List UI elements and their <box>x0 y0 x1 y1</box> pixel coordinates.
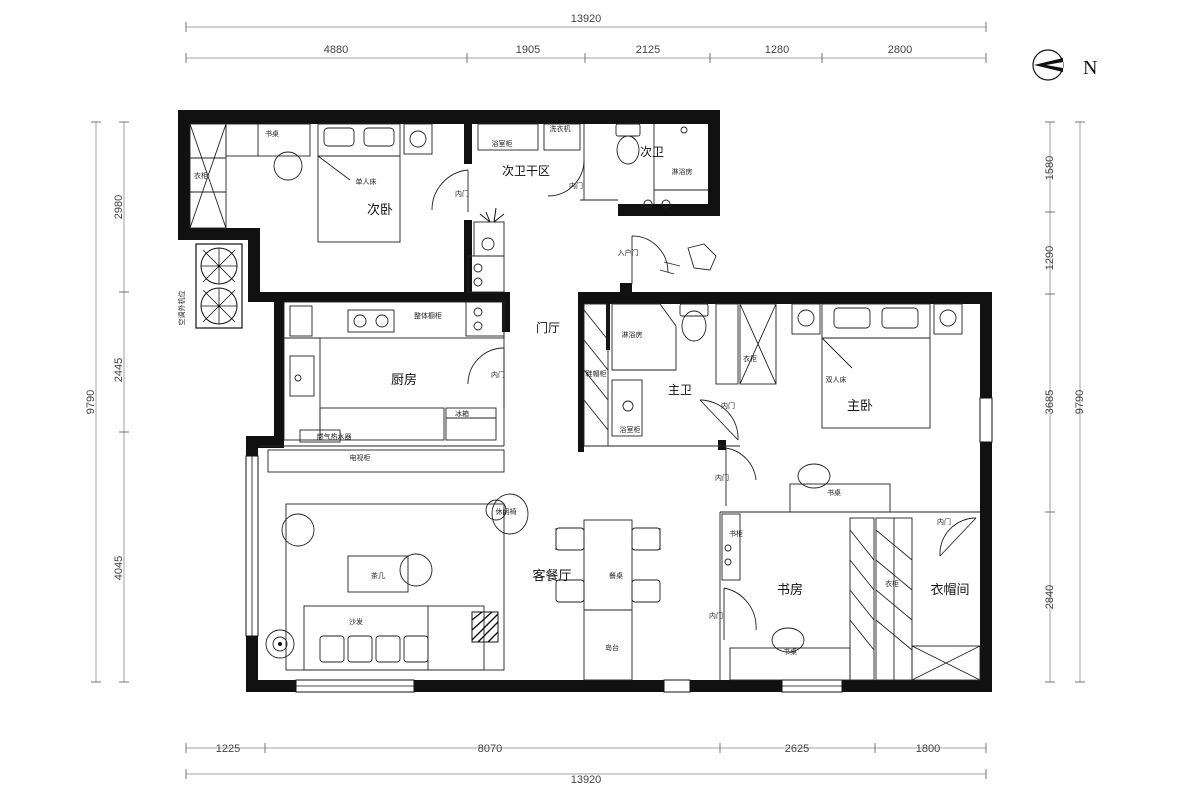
ac-unit-label: 空调外机位 <box>177 291 186 326</box>
room-master-bath: 主卫 <box>668 383 692 397</box>
guest-bath-dry-fixtures <box>467 123 581 293</box>
master-bath-fixtures <box>583 303 777 447</box>
label-desk-study: 书桌 <box>783 647 797 656</box>
label-inner-door-5: 内门 <box>715 473 729 482</box>
guest-bath-fixtures <box>615 123 708 209</box>
dim-left-seg-3: 4045 <box>113 556 125 580</box>
room-kitchen: 厨房 <box>391 372 417 388</box>
study-furniture <box>721 513 875 681</box>
second-bedroom-furniture <box>189 123 433 243</box>
dim-top-seg-4: 1280 <box>765 44 789 56</box>
door-entry[interactable] <box>631 235 717 284</box>
label-desk-top: 书桌 <box>265 129 279 138</box>
label-bath-cabinet-top: 浴室柜 <box>492 139 513 148</box>
label-inner-door-3: 内门 <box>491 370 505 379</box>
dim-right-seg-1: 1580 <box>1044 156 1056 180</box>
door-guest-bath[interactable] <box>547 159 585 200</box>
label-wardrobe-master: 衣柜 <box>743 354 757 363</box>
label-entry-door: 入户门 <box>618 248 639 257</box>
label-washing-machine: 洗衣机 <box>550 124 571 133</box>
kitchen-fixtures <box>283 301 505 443</box>
ac-unit-icon <box>195 243 243 329</box>
label-wardrobe-left: 衣柜 <box>194 171 208 180</box>
dim-top-seg-2: 1905 <box>516 44 540 56</box>
label-clothes-cabinet: 衣柜 <box>885 579 899 588</box>
label-integral-cabinet: 整体橱柜 <box>414 311 442 320</box>
label-bath-cabinet-master: 浴室柜 <box>620 425 641 434</box>
dim-bottom-seg-4: 1800 <box>916 743 940 755</box>
dim-left-total: 9790 <box>85 390 97 414</box>
label-coffee-table: 茶几 <box>371 571 385 580</box>
room-cloakroom: 衣帽间 <box>930 582 969 598</box>
label-single-bed: 单人床 <box>356 177 377 186</box>
label-island: 岛台 <box>605 643 619 652</box>
label-leisure-chair: 休闲椅 <box>496 507 517 516</box>
dim-right-total: 9790 <box>1074 390 1086 414</box>
north-arrow-icon <box>1032 49 1064 81</box>
label-dining-table: 餐桌 <box>609 571 623 580</box>
dim-bottom-total: 13920 <box>571 774 602 786</box>
label-shoe-cabinet: 鞋帽柜 <box>586 369 607 378</box>
door-study[interactable] <box>723 587 757 640</box>
label-sofa: 沙发 <box>349 617 363 626</box>
label-bookshelf: 书柜 <box>729 529 743 538</box>
dim-left-seg-1: 2980 <box>113 195 125 219</box>
label-inner-door-6: 内门 <box>709 611 723 620</box>
room-study: 书房 <box>777 582 803 598</box>
door-cloakroom[interactable] <box>939 517 977 557</box>
dim-top-total: 13920 <box>571 13 602 25</box>
dim-top-seg-5: 2800 <box>888 44 912 56</box>
label-shower-top: 淋浴房 <box>672 167 693 176</box>
room-master-bedroom: 主卧 <box>847 399 873 414</box>
cloakroom-furniture <box>875 517 981 681</box>
north-label: N <box>1083 57 1097 79</box>
door-master-bedroom[interactable] <box>725 447 757 506</box>
room-living-dining: 客餐厅 <box>532 568 571 584</box>
door-master-bath[interactable] <box>699 399 739 441</box>
room-guest-bath: 次卫 <box>640 145 664 159</box>
label-desk-master: 书桌 <box>827 488 841 497</box>
label-inner-door-4: 内门 <box>721 401 735 410</box>
dim-right-seg-4: 2840 <box>1044 585 1056 609</box>
windows <box>245 397 993 693</box>
label-inner-door-7: 内门 <box>937 517 951 526</box>
door-kitchen[interactable] <box>467 347 505 408</box>
dim-left-seg-2: 2445 <box>113 358 125 382</box>
dim-top-seg-3: 2125 <box>636 44 660 56</box>
label-double-bed: 双人床 <box>826 375 847 384</box>
living-furniture <box>265 449 661 681</box>
label-inner-door-1: 内门 <box>455 189 469 198</box>
door-second-bedroom[interactable] <box>431 169 469 212</box>
label-inner-door-2: 内门 <box>569 181 583 190</box>
dimension-lines: 13920 4880 1905 2125 1280 2800 1225 8070… <box>85 13 1086 786</box>
label-shower-master: 淋浴房 <box>622 330 643 339</box>
room-foyer: 门厅 <box>536 320 560 335</box>
room-second-bedroom: 次卧 <box>367 202 393 218</box>
dim-bottom-seg-3: 2625 <box>785 743 809 755</box>
room-guest-bath-dry: 次卫干区 <box>502 164 550 178</box>
dim-right-seg-2: 1290 <box>1044 246 1056 270</box>
dim-bottom-seg-1: 1225 <box>216 743 240 755</box>
label-tv-cabinet: 电视柜 <box>350 453 371 462</box>
label-gas-water-heater: 燃气热水器 <box>317 432 352 441</box>
master-bedroom-furniture <box>789 303 963 513</box>
label-fridge: 冰箱 <box>455 409 469 418</box>
dim-bottom-seg-2: 8070 <box>478 743 502 755</box>
dim-top-seg-1: 4880 <box>324 44 348 56</box>
dim-right-seg-3: 3685 <box>1044 390 1056 414</box>
